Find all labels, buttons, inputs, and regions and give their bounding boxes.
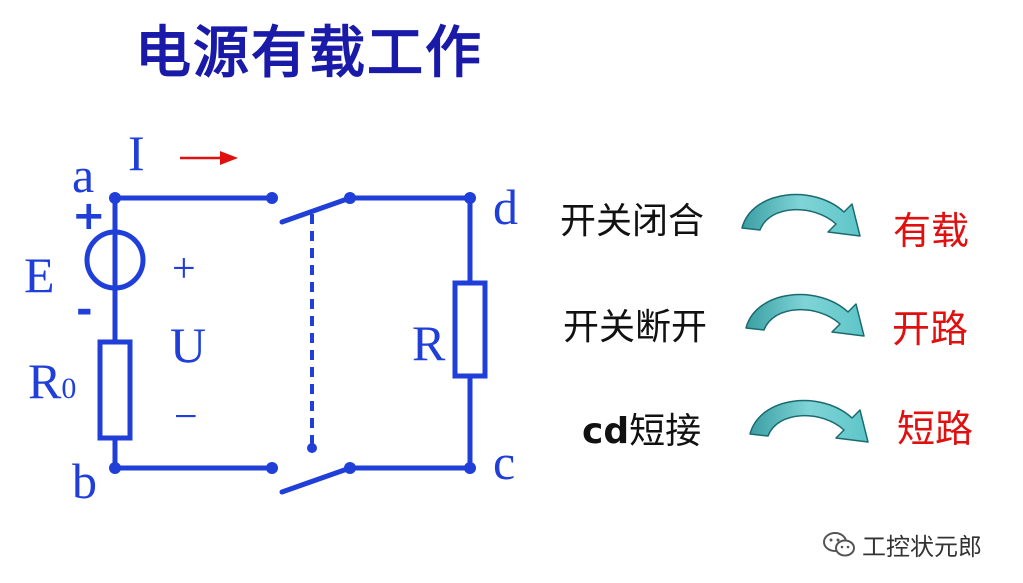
- case-3-result: 短路: [897, 407, 974, 451]
- switch-coupling-end: [307, 443, 317, 453]
- label-node-c: c: [493, 434, 516, 490]
- curved-arrow-icon-2: [745, 293, 865, 337]
- switch-blade-top: [279, 195, 353, 225]
- case-1-result: 有载: [893, 209, 970, 253]
- switch-contact-bottom-right: [344, 462, 356, 474]
- curved-arrow-icon-1: [741, 193, 861, 237]
- node-b: [109, 462, 121, 474]
- resistor-r0: [97, 339, 133, 441]
- label-current: I: [128, 125, 145, 181]
- label-source-plus: +: [72, 193, 106, 239]
- wechat-icon: [823, 531, 855, 556]
- curved-arrow-icon-3: [749, 399, 869, 443]
- label-source: E: [24, 247, 55, 303]
- switch-contact-top-left: [266, 192, 278, 204]
- case-1-condition: 开关闭合: [560, 201, 705, 242]
- label-node-d: d: [493, 179, 518, 235]
- case-3-condition-text: 短接: [629, 411, 702, 452]
- node-d: [464, 192, 476, 204]
- watermark-text: 工控状元郎: [862, 533, 982, 561]
- label-r0-main: R: [28, 353, 62, 409]
- case-3-condition-bold: cd: [582, 411, 630, 452]
- case-3-condition: cd短接: [582, 402, 701, 454]
- label-voltage: U: [170, 317, 207, 373]
- label-node-b: b: [72, 453, 97, 509]
- label-load-r: R: [412, 315, 446, 371]
- switch-contact-bottom-left: [266, 462, 278, 474]
- label-r0-subscript: 0: [61, 372, 77, 405]
- node-c: [464, 462, 476, 474]
- label-source-minus: -: [76, 287, 93, 333]
- label-voltage-minus: −: [174, 394, 198, 440]
- label-voltage-plus: +: [172, 246, 196, 292]
- case-2-condition: 开关断开: [563, 307, 708, 348]
- resistor-r-load: [452, 280, 488, 379]
- label-node-a: a: [72, 147, 95, 203]
- page-title: 电源有载工作: [135, 21, 483, 86]
- watermark: 工控状元郎: [822, 527, 982, 562]
- switch-contact-top-right: [344, 192, 356, 204]
- case-2-result: 开路: [892, 307, 969, 351]
- label-r0: R0: [28, 356, 76, 406]
- switch-blade-bottom: [279, 465, 353, 495]
- current-arrow-head: [220, 151, 238, 165]
- node-a: [109, 192, 121, 204]
